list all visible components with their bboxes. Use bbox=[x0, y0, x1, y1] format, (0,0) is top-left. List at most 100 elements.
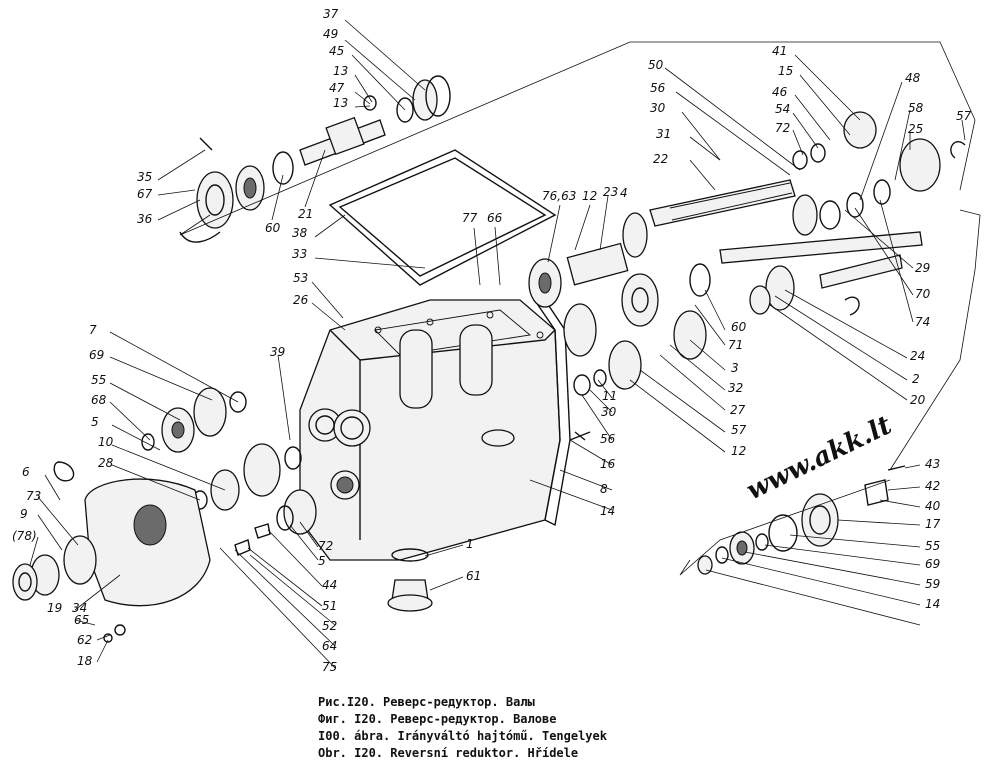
part-number-label: 41 bbox=[772, 44, 787, 58]
part-number-label: 53 bbox=[293, 271, 308, 285]
part-number-label: 23 bbox=[603, 185, 618, 199]
part-number-label: 30 bbox=[650, 101, 666, 115]
part-number-label: 3 bbox=[731, 361, 739, 375]
figure-caption: Рис.I20. Реверс-редуктор. Валы Фиг. I20.… bbox=[318, 694, 958, 762]
side-gasket bbox=[537, 299, 571, 527]
part-number-label: 61 bbox=[466, 569, 481, 583]
part-number-label: 75 bbox=[322, 660, 337, 674]
part-number-label: 57 bbox=[956, 109, 972, 123]
part-number-label: 60 bbox=[265, 221, 281, 235]
part-number-label: 71 bbox=[728, 338, 743, 352]
part-number-label: 5 bbox=[318, 554, 326, 568]
part-number-label: 9 bbox=[20, 507, 28, 521]
part-number-label: 66 bbox=[487, 211, 503, 225]
part-number-label: 37 bbox=[323, 7, 339, 21]
part-number-label: 30 bbox=[601, 405, 617, 419]
part-number-label: 12 bbox=[582, 189, 597, 203]
part-number-label: 55 bbox=[925, 539, 940, 553]
caption-line-czech: Obr. I20. Reversní reduktor. Hřídele bbox=[318, 746, 579, 760]
part-number-label: 76,63 bbox=[542, 189, 576, 203]
left-side-parts bbox=[12, 387, 317, 643]
part-number-label: 10 bbox=[98, 435, 114, 449]
part-number-label: 24 bbox=[910, 349, 925, 363]
part-number-label: 54 bbox=[775, 102, 790, 116]
part-number-label: 4 bbox=[620, 186, 628, 200]
part-number-label: 8 bbox=[600, 482, 608, 496]
part-number-label: 39 bbox=[270, 345, 285, 359]
caption-line-bulgarian: Фиг. I20. Реверс-редуктор. Валове bbox=[318, 712, 557, 726]
part-number-label: 49 bbox=[323, 27, 338, 41]
part-number-label: 70 bbox=[915, 287, 931, 301]
part-number-label: 32 bbox=[728, 381, 743, 395]
part-number-label: 15 bbox=[778, 64, 793, 78]
part-number-label: 27 bbox=[730, 403, 746, 417]
part-number-label: 60 bbox=[731, 320, 747, 334]
part-number-label: 47 bbox=[329, 81, 345, 95]
part-number-label: 73 bbox=[26, 489, 41, 503]
part-number-label: 77 bbox=[462, 211, 478, 225]
part-number-label: 34 bbox=[72, 601, 87, 615]
part-number-label: 16 bbox=[600, 457, 616, 471]
part-number-label: 56 bbox=[650, 81, 666, 95]
part-number-label: 21 bbox=[298, 207, 313, 221]
drain-plug bbox=[387, 431, 586, 612]
part-number-label: 72 bbox=[775, 121, 790, 135]
part-number-label: 6 bbox=[22, 465, 30, 479]
part-number-label: 18 bbox=[77, 654, 93, 668]
part-number-label: 46 bbox=[772, 85, 788, 99]
leader-lines bbox=[29, 19, 966, 669]
part-number-label: 17 bbox=[925, 517, 941, 531]
gearbox-housing bbox=[299, 299, 561, 561]
part-number-label: 69 bbox=[925, 557, 940, 571]
part-number-label: 62 bbox=[77, 633, 92, 647]
part-number-label: 35 bbox=[137, 170, 152, 184]
part-number-label: 13 bbox=[333, 96, 348, 110]
part-number-label: 33 bbox=[292, 247, 307, 261]
part-number-label: 25 bbox=[908, 122, 923, 136]
part-number-label: 22 bbox=[653, 152, 668, 166]
part-number-label: 58 bbox=[908, 101, 924, 115]
part-number-label: 52 bbox=[322, 619, 337, 633]
part-number-label: 5 bbox=[91, 415, 99, 429]
part-number-label: 31 bbox=[656, 127, 671, 141]
part-number-label: 72 bbox=[318, 539, 333, 553]
input-shaft-assembly bbox=[179, 75, 451, 243]
watermark-text: www.akk.lt bbox=[742, 410, 897, 506]
part-number-label: 40 bbox=[925, 499, 941, 513]
part-number-label: 26 bbox=[293, 293, 309, 307]
part-number-label: 69 bbox=[89, 348, 104, 362]
part-number-label: 44 bbox=[322, 578, 337, 592]
part-number-label: 56 bbox=[600, 432, 616, 446]
middle-gear-cluster bbox=[528, 242, 771, 441]
part-number-label: 19 bbox=[47, 601, 62, 615]
top-gasket bbox=[328, 149, 557, 286]
main-shafts bbox=[622, 111, 966, 316]
part-number-label: 36 bbox=[137, 212, 153, 226]
part-number-label: 29 bbox=[915, 261, 930, 275]
part-number-label: (78) bbox=[12, 529, 37, 543]
part-number-label: 42 bbox=[925, 479, 940, 493]
part-number-label: 7 bbox=[89, 323, 97, 337]
part-number-label: 13 bbox=[333, 64, 348, 78]
part-number-label: 14 bbox=[925, 597, 940, 611]
part-number-label: 67 bbox=[137, 187, 153, 201]
part-number-label: 12 bbox=[731, 444, 746, 458]
part-number-label: 64 bbox=[322, 639, 337, 653]
part-number-label: 14 bbox=[600, 504, 615, 518]
caption-line-hungarian: I00. ábra. Irányváltó hajtómű. Tengelyek bbox=[318, 729, 607, 743]
part-number-label: 45 bbox=[329, 44, 344, 58]
part-number-label: 51 bbox=[322, 599, 337, 613]
part-number-label: 20 bbox=[910, 393, 926, 407]
part-number-label: 11 bbox=[602, 389, 617, 403]
part-number-label: 1 bbox=[466, 537, 474, 551]
part-number-label: 28 bbox=[98, 456, 114, 470]
part-number-label: 74 bbox=[915, 315, 930, 329]
part-number-label: 65 bbox=[74, 613, 89, 627]
part-number-label: 68 bbox=[91, 393, 107, 407]
part-number-label: 55 bbox=[91, 373, 106, 387]
lower-right-parts bbox=[697, 465, 906, 575]
caption-line-russian: Рис.I20. Реверс-редуктор. Валы bbox=[318, 695, 535, 709]
part-number-label: 50 bbox=[648, 58, 664, 72]
part-number-label: 59 bbox=[925, 577, 940, 591]
